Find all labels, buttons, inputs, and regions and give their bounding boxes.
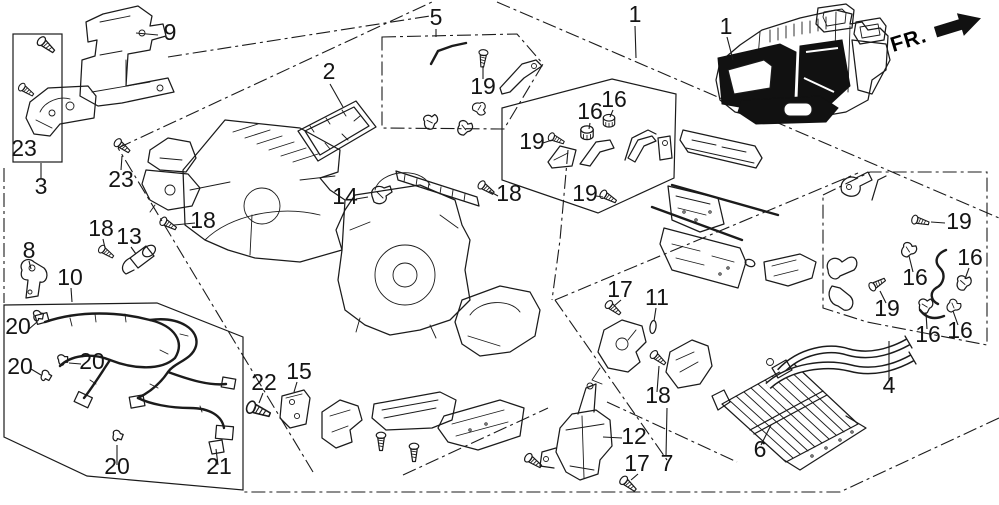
bracket-valve-group <box>591 298 713 389</box>
part-label-18-b: 18 <box>190 207 216 233</box>
fr-label: FR. <box>888 24 930 57</box>
connector-part-21 <box>208 439 225 455</box>
part-label-2: 2 <box>323 58 336 84</box>
part-label-23-a: 23 <box>11 135 37 161</box>
gasket-part-2 <box>297 100 377 162</box>
part-label-18-c: 18 <box>496 180 522 206</box>
part-label-17-b: 17 <box>624 450 650 476</box>
link-group-part-5 <box>421 41 543 138</box>
part-label-19-e: 19 <box>874 295 900 321</box>
sensor-part-13 <box>96 215 179 275</box>
housing-upper-half <box>182 119 346 263</box>
part-label-16-b: 16 <box>601 86 627 112</box>
part-23-bracket-center <box>112 136 201 213</box>
part-label-16-e: 16 <box>915 321 941 347</box>
box-harness-10 <box>3 302 244 491</box>
part-label-14: 14 <box>332 183 358 209</box>
part-label-8: 8 <box>23 237 36 263</box>
part-label-5: 5 <box>430 4 443 30</box>
bolt-part-22 <box>244 399 273 422</box>
plate-part-15 <box>279 389 311 429</box>
fr-direction: FR. <box>888 13 981 57</box>
part-label-19-a: 19 <box>470 73 496 99</box>
part-label-18-d: 18 <box>645 382 671 408</box>
part-label-23-b: 23 <box>108 166 134 192</box>
part-label-20-c: 20 <box>79 348 105 374</box>
part-label-6: 6 <box>754 436 767 462</box>
part-label-7: 7 <box>661 450 674 476</box>
part-label-1-a: 1 <box>629 1 642 27</box>
box-lever-group <box>501 78 677 214</box>
part-label-16-d: 16 <box>902 264 928 290</box>
leader-lines <box>28 25 970 481</box>
part-label-15: 15 <box>286 358 312 384</box>
part-label-18-a: 18 <box>88 215 114 241</box>
part-label-1-b: 1 <box>720 13 733 39</box>
part-label-16-f: 16 <box>947 317 973 343</box>
part-label-22: 22 <box>251 369 277 395</box>
part-label-17-a: 17 <box>607 276 633 302</box>
part-label-19-d: 19 <box>946 208 972 234</box>
part-label-13: 13 <box>116 223 142 249</box>
wire-harness-part-10 <box>32 309 237 455</box>
clip-part-8 <box>20 258 48 299</box>
part-label-20-a: 20 <box>5 313 31 339</box>
part-label-16-a: 16 <box>577 98 603 124</box>
part-label-19-c: 19 <box>572 180 598 206</box>
part-label-9: 9 <box>164 19 177 45</box>
part-label-3: 3 <box>35 173 48 199</box>
heater-assembly-part-1 <box>715 3 891 125</box>
part-label-11: 11 <box>645 284 669 310</box>
part-label-12: 12 <box>621 423 647 449</box>
part-label-4: 4 <box>883 372 896 398</box>
part-23-bracket-left <box>16 34 97 137</box>
duct-part <box>454 285 541 357</box>
actuator-part-12 <box>539 382 639 495</box>
part-label-20-b: 20 <box>7 353 33 379</box>
clip-part-14 <box>371 185 393 205</box>
part-label-10: 10 <box>57 264 83 290</box>
part-9-bracket <box>79 5 175 107</box>
damper-slats-group <box>624 129 817 289</box>
part-label-19-b: 19 <box>519 128 545 154</box>
part-label-20-d: 20 <box>104 453 130 479</box>
part-label-16-c: 16 <box>957 244 983 270</box>
seal-strip <box>395 170 480 207</box>
right-box-parts-group <box>826 171 972 320</box>
lever-group-parts <box>476 113 673 206</box>
part-label-21: 21 <box>206 453 232 479</box>
lower-brackets-group <box>321 391 545 471</box>
heater-core-part-6 <box>711 335 917 471</box>
